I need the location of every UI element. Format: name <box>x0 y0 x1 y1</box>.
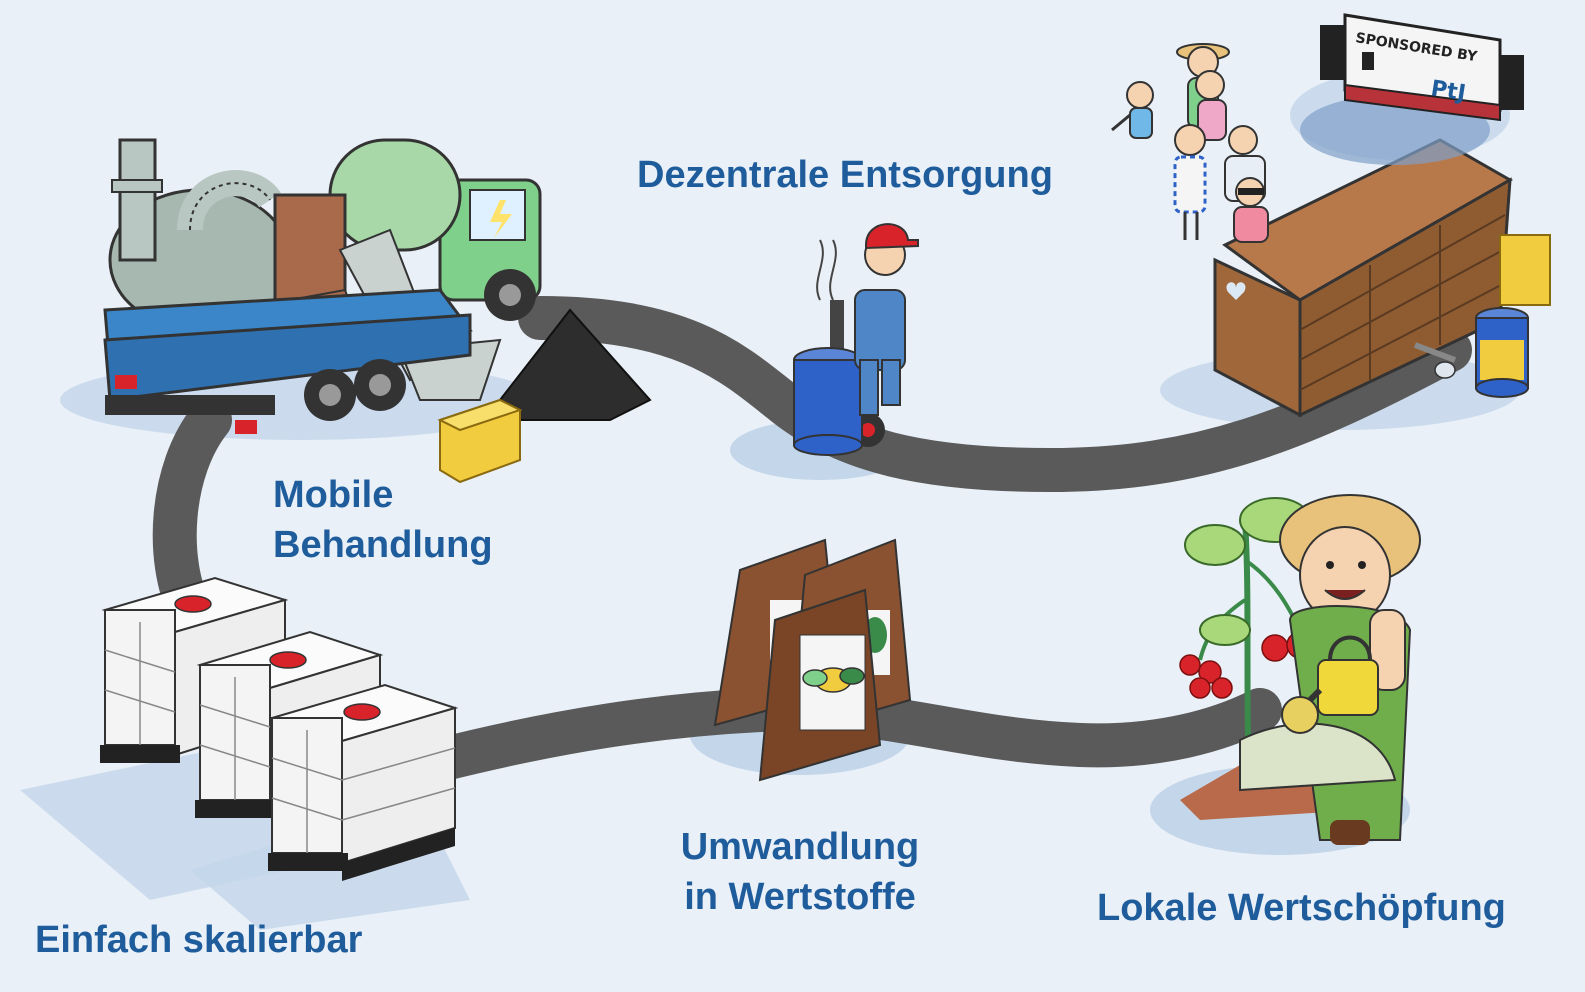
stage-icon: SPONSORED BY PtJ <box>1300 13 1524 165</box>
festival-crowd-icon <box>1111 43 1269 243</box>
label-umwandlung: Umwandlung in Wertstoffe <box>660 822 940 922</box>
ptj-logo-text: PtJ <box>1429 76 1467 106</box>
label-lokale-wertschoepfung: Lokale Wertschöpfung <box>1097 887 1506 929</box>
ibc-tank-icon <box>100 576 459 881</box>
label-einfach-skalierbar: Einfach skalierbar <box>35 919 363 961</box>
label-mobile-line1: Mobile <box>273 474 394 516</box>
label-umwandlung-line1: Umwandlung <box>680 826 920 868</box>
truck-icon <box>103 138 542 434</box>
worker-with-barrel-icon <box>793 223 919 456</box>
hay-bale-icon <box>1499 234 1551 306</box>
label-mobile-behandlung: Mobile Behandlung <box>273 470 493 570</box>
hay-bale-icon <box>437 398 523 484</box>
label-dezentrale-entsorgung: Dezentrale Entsorgung <box>637 154 1053 196</box>
pipe-icon <box>1413 342 1457 379</box>
label-mobile-line2: Behandlung <box>273 524 493 567</box>
label-umwandlung-line2: in Wertstoffe <box>684 876 916 919</box>
watering-can-icon <box>1281 635 1379 734</box>
composting-toilet-icon <box>1213 138 1514 418</box>
fertilizer-bag-icon <box>713 538 912 782</box>
barrel-icon <box>1475 307 1529 398</box>
